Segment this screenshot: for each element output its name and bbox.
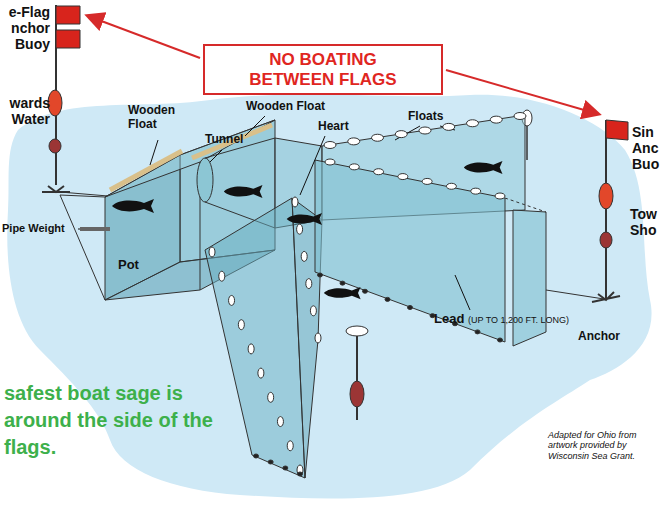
warning-box: NO BOATING BETWEEN FLAGS bbox=[203, 44, 443, 95]
warning-text: NO BOATING BETWEEN FLAGS bbox=[205, 48, 441, 91]
net-float bbox=[422, 178, 432, 184]
net-float bbox=[398, 174, 408, 180]
part-label: Pot bbox=[118, 258, 158, 273]
net-float bbox=[340, 281, 345, 285]
credit: Adapted for Ohio from artwork provided b… bbox=[548, 430, 656, 461]
net-float bbox=[318, 273, 323, 277]
direction-label: Tow Sho bbox=[630, 206, 660, 238]
net-float bbox=[277, 417, 283, 427]
buoy-label: e-Flag nchor Buoy bbox=[0, 4, 50, 52]
safety-note: safest boat sage is around the side of t… bbox=[4, 380, 219, 461]
net-float bbox=[490, 116, 502, 123]
net-float bbox=[268, 460, 273, 464]
net-float bbox=[229, 295, 235, 305]
net-float bbox=[310, 306, 316, 316]
net-float bbox=[419, 127, 431, 134]
net-float bbox=[514, 113, 526, 120]
net-float bbox=[306, 279, 312, 289]
net-float bbox=[283, 466, 288, 470]
net-float bbox=[395, 131, 407, 138]
net-float bbox=[248, 344, 254, 354]
net-float bbox=[258, 368, 264, 378]
net-float bbox=[374, 169, 384, 175]
part-label: Heart bbox=[318, 120, 368, 134]
net-float bbox=[467, 120, 479, 127]
net-float bbox=[471, 188, 481, 194]
net-float bbox=[238, 320, 244, 330]
net-float bbox=[301, 251, 307, 261]
net-float bbox=[297, 224, 303, 234]
net-float bbox=[298, 472, 303, 476]
part-label: Floats bbox=[408, 110, 458, 124]
net-float bbox=[325, 159, 335, 165]
net-float bbox=[254, 454, 259, 458]
part-label: Tunnel bbox=[205, 133, 255, 147]
net-float bbox=[209, 247, 215, 257]
net-float bbox=[498, 338, 503, 342]
net-float bbox=[348, 138, 360, 145]
net-float bbox=[475, 330, 480, 334]
direction-label: wards Water bbox=[0, 95, 50, 127]
net-float bbox=[315, 333, 321, 343]
net-float bbox=[349, 164, 359, 170]
net-float bbox=[287, 441, 293, 451]
net-float bbox=[219, 271, 225, 281]
net-float bbox=[443, 123, 455, 130]
net-float bbox=[385, 297, 390, 301]
part-label: Wooden Float bbox=[246, 100, 346, 114]
net-float bbox=[495, 193, 505, 199]
net-float bbox=[268, 392, 274, 402]
net-float bbox=[446, 183, 456, 189]
buoy-label: Sin Anc Buo bbox=[632, 124, 660, 172]
net-float bbox=[297, 465, 303, 475]
part-label: Wooden Float bbox=[128, 104, 188, 132]
net-float bbox=[292, 197, 298, 207]
net-float bbox=[363, 289, 368, 293]
part-label: Anchor bbox=[578, 330, 638, 344]
net-float bbox=[372, 134, 384, 141]
part-label: Pipe Weight bbox=[2, 222, 78, 235]
net-float bbox=[324, 142, 336, 149]
note: (UP TO 1,200 FT. LONG) bbox=[468, 315, 608, 325]
net-float bbox=[408, 306, 413, 310]
